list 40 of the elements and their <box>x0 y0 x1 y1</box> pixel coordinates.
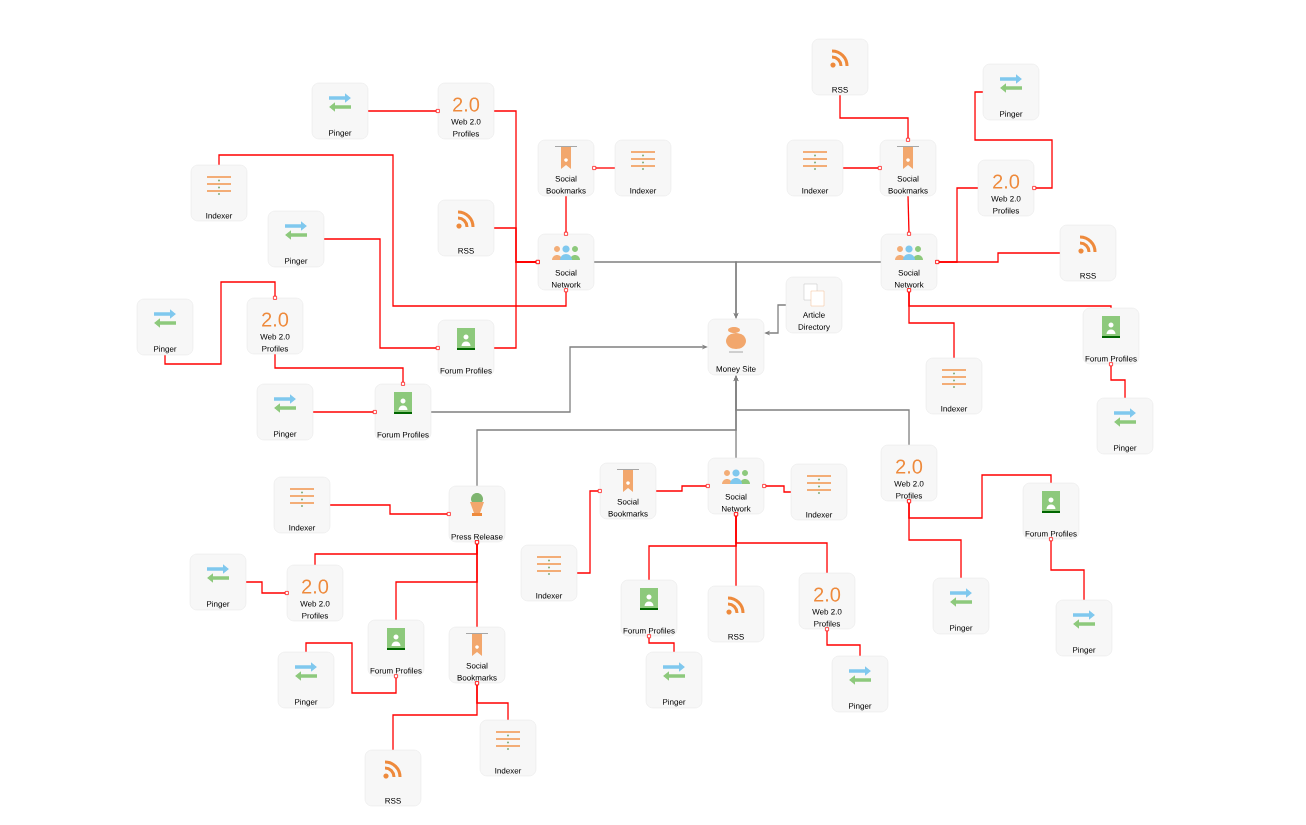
icon-tile: Pinger <box>189 553 247 611</box>
icon-tile: Pinger <box>1055 599 1113 657</box>
icon-tile: Pinger <box>256 383 314 441</box>
icon-tile: 2.0 Web 2.0 Profiles <box>977 159 1035 217</box>
icon-tile: Social Network <box>537 233 595 291</box>
icon-tile: Pinger <box>932 577 990 635</box>
icon-tile: Indexer <box>790 463 848 521</box>
icon-tile: Social Bookmarks <box>599 462 657 520</box>
icon-tile: Pinger <box>311 82 369 140</box>
icon-tile: Indexer <box>614 139 672 197</box>
icon-tile: Indexer <box>479 719 537 777</box>
icon-tile: Pinger <box>645 651 703 709</box>
icon-tile: RSS <box>1059 224 1117 282</box>
icon-tile: Indexer <box>520 544 578 602</box>
icon-tile: 2.0 Web 2.0 Profiles <box>880 444 938 502</box>
icon-tile: Money Site <box>707 318 765 376</box>
icon-tile: 2.0 Web 2.0 Profiles <box>286 564 344 622</box>
icon-tile: Social Bookmarks <box>537 139 595 197</box>
icon-tile: RSS <box>811 38 869 96</box>
icon-tile: RSS <box>364 749 422 807</box>
icon-tile: Social Network <box>880 233 938 291</box>
icon-tile: RSS <box>707 585 765 643</box>
icon-tile: Pinger <box>136 298 194 356</box>
icon-tile: 2.0 Web 2.0 Profiles <box>798 572 856 630</box>
icon-tile: 2.0 Web 2.0 Profiles <box>437 82 495 140</box>
icon-tile: Indexer <box>925 357 983 415</box>
icon-tile: Social Bookmarks <box>448 626 506 684</box>
icon-tile: 2.0 Web 2.0 Profiles <box>246 297 304 355</box>
icon-tile: Indexer <box>190 164 248 222</box>
icon-tile: Press Release <box>448 485 506 543</box>
icon-tile: Indexer <box>273 476 331 534</box>
icon-tile: Pinger <box>267 210 325 268</box>
icon-tile: RSS <box>437 199 495 257</box>
icon-tile: Pinger <box>831 655 889 713</box>
icon-tile: Pinger <box>1096 397 1154 455</box>
icon-tile: Indexer <box>786 139 844 197</box>
icon-tile: Pinger <box>982 63 1040 121</box>
icon-tile: Pinger <box>277 651 335 709</box>
icon-tile: Social Bookmarks <box>879 139 937 197</box>
icon-tile: Social Network <box>707 457 765 515</box>
